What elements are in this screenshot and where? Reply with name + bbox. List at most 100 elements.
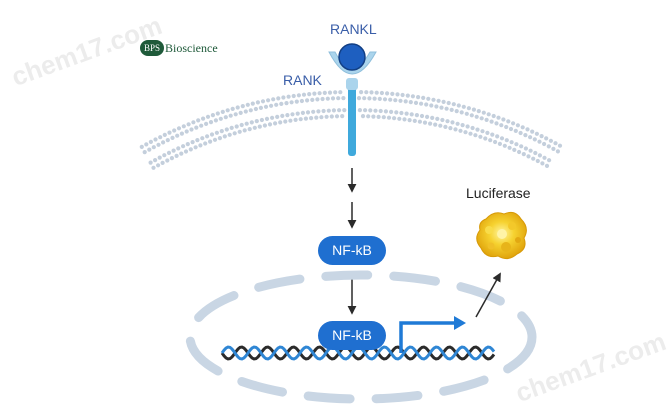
lipid-head: [157, 155, 162, 160]
lipid-head: [466, 106, 471, 111]
lipid-head: [176, 126, 182, 131]
lipid-head: [366, 114, 371, 119]
lipid-head: [208, 120, 214, 125]
lipid-head: [433, 122, 438, 127]
lipid-head: [379, 90, 384, 96]
lipid-head: [214, 130, 219, 135]
lipid-head: [436, 98, 441, 103]
lipid-head: [499, 123, 504, 128]
lipid-head: [179, 131, 184, 136]
lipid-head: [468, 131, 473, 136]
lipid-head: [257, 124, 262, 129]
lipid-head: [446, 100, 451, 106]
lipid-head: [413, 100, 419, 105]
lipid-head: [270, 115, 275, 120]
lipid-head: [465, 124, 470, 129]
lipid-head: [474, 114, 479, 119]
lipid-head: [151, 165, 156, 170]
lipid-head: [388, 97, 393, 102]
lipid-head: [488, 138, 493, 143]
lipid-head: [276, 96, 281, 101]
lipid-head: [419, 113, 425, 119]
lipid-head: [334, 114, 340, 119]
lipid-head: [504, 124, 509, 130]
lipid-head: [458, 128, 463, 133]
lipid-head: [249, 120, 254, 125]
lipid-head: [422, 120, 428, 125]
lipid-head: [456, 103, 461, 108]
lipid-head: [531, 156, 536, 161]
lipid-head: [305, 98, 310, 103]
lipid-head: [553, 141, 558, 146]
lipid-head: [275, 114, 280, 119]
lipid-head: [273, 121, 278, 126]
lipid-head: [250, 101, 255, 106]
lipid-head: [484, 117, 489, 122]
lipid-head: [184, 129, 189, 134]
lipid-head: [408, 100, 413, 105]
lipid-head: [240, 104, 245, 109]
lipid-head: [223, 115, 228, 120]
lipid-head: [412, 118, 417, 123]
lipid-head: [171, 148, 176, 153]
lipid-head: [475, 127, 480, 132]
lipid-head: [519, 144, 524, 149]
lipid-head: [158, 135, 163, 140]
lipid-head: [321, 108, 326, 114]
lipid-head: [284, 101, 289, 106]
lipid-head: [237, 129, 242, 134]
lipid-head: [390, 91, 395, 96]
lipid-head: [512, 147, 517, 152]
lipid-head: [530, 129, 535, 134]
lipid-head: [494, 121, 499, 126]
lipid-head: [162, 132, 167, 137]
lipid-head: [224, 127, 229, 132]
lipid-head: [409, 112, 414, 117]
lipid-head: [215, 111, 220, 116]
lipid-head: [327, 90, 333, 95]
lipid-head: [455, 121, 460, 126]
lipid-head: [210, 113, 215, 118]
lipid-head: [359, 90, 364, 95]
lipid-head: [331, 108, 336, 113]
lipid-head: [267, 122, 273, 127]
lipid-head: [336, 96, 341, 101]
lipid-head: [289, 100, 294, 105]
lipid-head: [188, 147, 193, 152]
lipid-head: [373, 108, 378, 113]
lipid-head: [381, 115, 386, 120]
lipid-head: [419, 101, 424, 106]
lipid-head: [283, 119, 288, 124]
lipid-head: [305, 110, 311, 115]
lipid-head: [424, 102, 429, 107]
lipid-head: [239, 122, 244, 128]
lipid-head: [301, 92, 307, 97]
lipid-head: [378, 108, 383, 114]
rank-transmembrane-stalk: [348, 82, 356, 156]
lipid-head: [483, 136, 488, 141]
lipid-head: [166, 150, 172, 155]
lipid-head: [299, 98, 304, 104]
lipid-head: [291, 93, 296, 99]
lipid-head: [174, 153, 179, 158]
lipid-head: [324, 114, 329, 119]
lipid-head: [217, 136, 222, 141]
lipid-head: [185, 142, 190, 147]
lipid-head: [481, 110, 486, 115]
lipid-head: [262, 123, 267, 128]
lipid-head: [311, 109, 316, 114]
lipid-head: [253, 106, 258, 112]
lipid-head: [264, 116, 270, 121]
lipid-head: [535, 158, 540, 164]
lipid-head: [233, 112, 238, 117]
lipid-head: [179, 151, 184, 156]
lipid-head: [499, 136, 505, 141]
lipid-head: [417, 119, 422, 124]
lipid-head: [469, 113, 474, 118]
lipid-head: [497, 141, 502, 146]
nfkb-nucleus-shape: [318, 321, 386, 350]
lipid-head: [486, 112, 491, 117]
lipid-head: [430, 115, 435, 120]
lipid-head: [506, 119, 511, 124]
